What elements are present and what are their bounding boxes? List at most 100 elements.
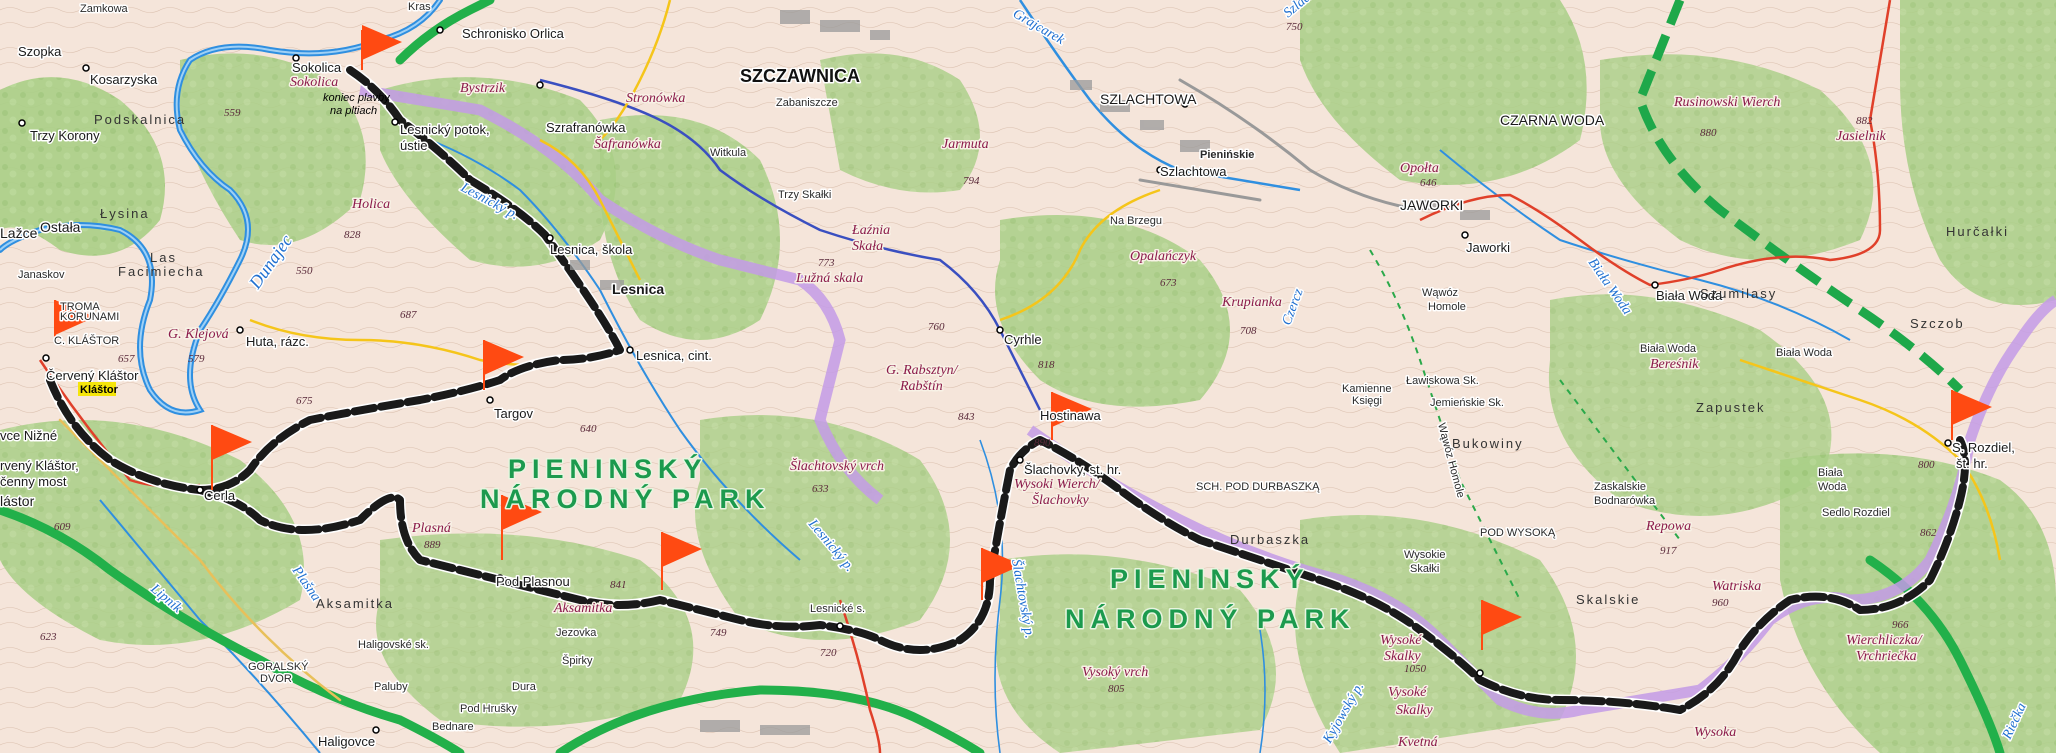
- label-targov: Targov: [494, 406, 534, 421]
- label-slachovky: Šlachovky, st. hr.: [1024, 462, 1121, 477]
- flag-marker: [361, 25, 402, 70]
- label-elev-550: 550: [296, 265, 313, 277]
- label-kosarzyska: Kosarzyska: [90, 72, 158, 87]
- label-elev-750: 750: [1286, 21, 1303, 33]
- label-wierchliczka-1: Wierchliczka/: [1846, 633, 1923, 648]
- label-na-brzegu: Na Brzegu: [1110, 215, 1162, 227]
- label-lazna-top: Łaźnia: [851, 223, 890, 238]
- label-osada: Ostała: [40, 219, 81, 235]
- label-elev-862: 862: [1920, 527, 1937, 539]
- label-opolta: Opołta: [1400, 161, 1439, 176]
- label-haligovske: Haligovské sk.: [358, 639, 429, 651]
- lesnicky-stream: [429, 139, 801, 561]
- settlements: [570, 10, 1490, 735]
- label-elev-708: 708: [1240, 325, 1257, 337]
- label-sedlo-rozdiel: Sedlo Rozdiel: [1822, 507, 1890, 519]
- label-elev-687: 687: [400, 309, 417, 321]
- label-wysoka: Wysoka: [1694, 725, 1736, 740]
- label-wysoke-1: Wysoké: [1380, 633, 1422, 648]
- label-biala-woda-2: Biała Woda: [1776, 347, 1833, 359]
- label-holica-elev: 828: [344, 229, 361, 241]
- label-wysoki-wierch-1: Wysoki Wierch/: [1014, 477, 1101, 492]
- flag-marker: [483, 340, 524, 390]
- label-goralsky-2: DVOR: [260, 673, 292, 685]
- label-elev-917: 917: [1660, 545, 1677, 557]
- label-elev-640: 640: [580, 423, 597, 435]
- label-szrafranowka: Szrafranówka: [546, 120, 626, 135]
- label-opalanczyk: Opalańczyk: [1130, 249, 1197, 264]
- label-repowa: Repowa: [1645, 519, 1691, 534]
- label-wysokie-1: Wysokie: [1404, 549, 1445, 561]
- label-pieninskie: Pienińskie: [1200, 149, 1254, 161]
- label-biala-woda: Biała Woda: [1656, 288, 1723, 303]
- flag-marker: [1951, 390, 1992, 440]
- main-roads: [0, 0, 2005, 753]
- label-jarmuta: Jarmuta: [942, 137, 989, 152]
- label-rusinowski-wierch: Rusinowski Wierch: [1673, 95, 1780, 110]
- label-elev-673: 673: [1160, 277, 1177, 289]
- label-sokolica-peak: Sokolica: [290, 75, 338, 90]
- label-wysokie-2: Skałki: [1410, 563, 1439, 575]
- label-elev-609: 609: [54, 521, 71, 533]
- flag-marker: [1481, 600, 1522, 650]
- label-elev-805: 805: [1108, 683, 1125, 695]
- label-aksamitka-elev: 841: [610, 579, 627, 591]
- label-jaworki-caps: JAWORKI: [1400, 197, 1463, 213]
- label-wysoke-2: Skalky: [1384, 649, 1421, 664]
- label-szczawnica: SZCZAWNICA: [740, 66, 860, 86]
- label-janaskow: Janaskov: [18, 269, 65, 281]
- label-lesnica-cint: Lesnica, cint.: [636, 348, 712, 363]
- label-plasna: Plasná: [411, 521, 451, 536]
- label-aksamitka: Aksamitka: [316, 596, 394, 611]
- yellow-trail: [539, 138, 642, 281]
- label-ksiegi: Księgi: [1352, 395, 1382, 407]
- label-tromi: TROMA: [60, 301, 100, 313]
- label-aksamitka-2: Aksamitka: [553, 601, 612, 616]
- label-zaskalskie-2: Bodnarówka: [1594, 495, 1656, 507]
- label-safranowka: Šafranówka: [594, 135, 661, 152]
- state-border: [1635, 0, 1964, 394]
- label-elev-657: 657: [118, 353, 135, 365]
- park-boundary: [359, 84, 884, 505]
- label-elev-880: 880: [1700, 127, 1717, 139]
- label-plasna-elev: 889: [424, 539, 441, 551]
- label-huta-razc: Huta, rázc.: [246, 334, 309, 349]
- label-koniec-plavby: koniec plavby: [323, 92, 391, 104]
- label-elev-675: 675: [296, 395, 313, 407]
- label-szumilasy: Szumilasy: [1700, 286, 1777, 301]
- label-s-rozdiel-2: št. hr.: [1956, 456, 1988, 471]
- label-lesnica-skola: Lesnica, škola: [550, 242, 633, 257]
- label-lesnicke-s: Lesnické s.: [810, 603, 865, 615]
- label-klastor-left: lástor: [0, 493, 35, 509]
- label-krupianka: Krupianka: [1221, 295, 1282, 310]
- label-witkula: Witkula: [710, 147, 747, 159]
- label-luzna-skala: Lužná skala: [795, 271, 863, 286]
- label-cerla: Cerla: [204, 488, 236, 503]
- label-durbaszka: Durbaszka: [1230, 532, 1310, 547]
- label-szlachtowa: Szlachtowa: [1160, 164, 1227, 179]
- label-stronowka: Stronówka: [626, 91, 685, 106]
- waypoints: [18, 26, 1952, 734]
- label-las-1: Las: [150, 250, 177, 265]
- label-park-right-2: NÁRODNÝ PARK: [1065, 603, 1356, 634]
- label-elev-749: 749: [710, 627, 727, 639]
- label-elev-579: 579: [188, 353, 205, 365]
- label-podskalnica: Podskalnica: [94, 112, 186, 127]
- flags: [54, 25, 1992, 650]
- label-park-left-2: NÁRODNÝ PARK: [480, 483, 771, 514]
- label-biala-vert-1: Biała: [1818, 467, 1843, 479]
- label-hostinawa: Hostinawa: [1040, 408, 1101, 423]
- flag-marker: [54, 300, 95, 340]
- label-park-right-1: PIENINSKÝ: [1110, 563, 1310, 594]
- label-jarmuta-elev: 794: [963, 175, 980, 187]
- flag-marker: [211, 425, 252, 490]
- label-homole-2: Homole: [1428, 301, 1466, 313]
- label-cerveny-klastor: Červený Kláštor: [46, 368, 139, 383]
- biala-woda-stream: [1439, 149, 1851, 341]
- label-szczob: Szczob: [1910, 316, 1965, 331]
- label-pod-plasnou: Pod Plasnou: [496, 574, 570, 589]
- label-ustie: ústie: [400, 138, 427, 153]
- label-elev-623: 623: [40, 631, 57, 643]
- red-trail: [1419, 193, 1882, 287]
- label-c-klastor: C. KLÁŠTOR: [54, 334, 119, 347]
